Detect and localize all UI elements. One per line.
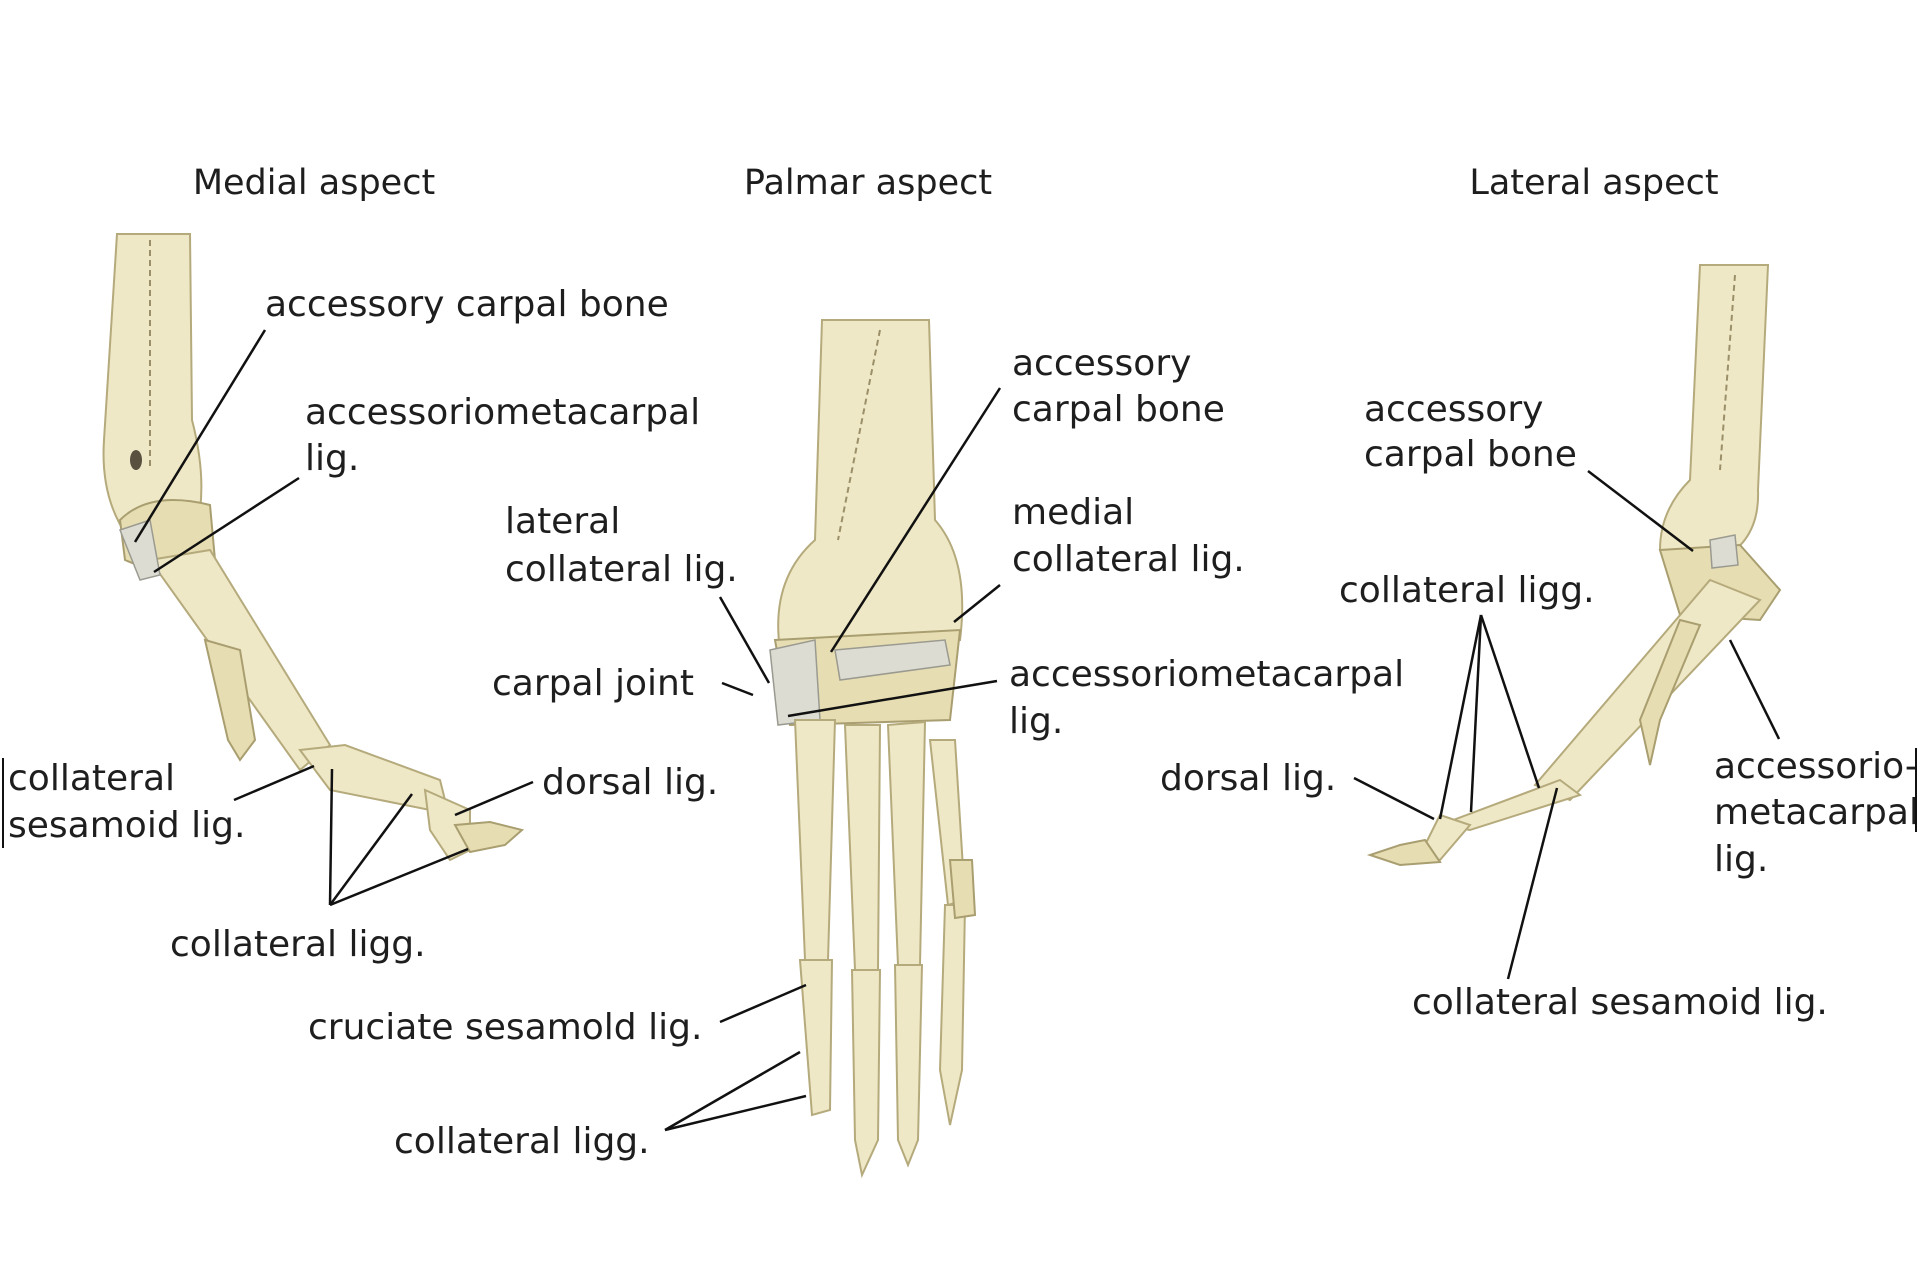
label-medial-collateral-ligg: collateral ligg. [170,924,426,965]
label-medial-collateral-sesamoid-2: sesamoid lig. [8,805,245,846]
medial-aspect-illustration [102,233,525,862]
label-medial-accessoriometacarpal-1: accessoriometacarpal [305,392,700,433]
label-palmar-collateral-ligg: collateral ligg. [394,1121,650,1162]
palmar-aspect-illustration [769,319,977,1179]
lateral-leader-lines [1353,470,1781,980]
title-palmar-aspect: Palmar aspect [744,163,992,203]
title-lateral-aspect: Lateral aspect [1469,163,1718,203]
label-medial-collateral-sesamoid-1: collateral [8,758,175,799]
label-palmar-accessoriometacarpal-1: accessoriometacarpal [1009,654,1404,695]
label-palmar-medial-collateral-1: medial [1012,492,1134,533]
label-lateral-accessory-carpal-2: carpal bone [1364,434,1577,475]
label-palmar-carpal-joint: carpal joint [492,663,694,704]
label-lateral-accessoriometacarpal-1: accessorio- [1714,746,1918,787]
label-palmar-medial-collateral-2: collateral lig. [1012,539,1245,580]
lateral-aspect-illustration [1366,264,1782,867]
label-medial-accessoriometacarpal-2: lig. [305,438,359,479]
label-palmar-lateral-collateral-1: lateral [505,501,620,542]
medial-leader-lines [133,329,534,907]
label-lateral-collateral-sesamoid: collateral sesamoid lig. [1412,982,1828,1023]
label-palmar-lateral-collateral-2: collateral lig. [505,549,738,590]
label-palmar-cruciate-sesamoid: cruciate sesamold lig. [308,1007,702,1048]
label-palmar-accessory-carpal-2: carpal bone [1012,389,1225,430]
label-lateral-dorsal-lig: dorsal lig. [1160,758,1336,799]
label-lateral-accessoriometacarpal-2: metacarpal [1714,792,1919,833]
label-palmar-accessoriometacarpal-2: lig. [1009,701,1063,742]
label-medial-accessory-carpal-bone: accessory carpal bone [265,284,669,325]
label-palmar-accessory-carpal-1: accessory [1012,343,1191,384]
palmar-leader-lines [664,387,1002,1132]
label-lateral-accessoriometacarpal-3: lig. [1714,839,1768,880]
label-lateral-accessory-carpal-1: accessory [1364,389,1543,430]
label-medial-dorsal-lig: dorsal lig. [542,762,718,803]
title-medial-aspect: Medial aspect [193,163,435,203]
label-lateral-collateral-ligg: collateral ligg. [1339,570,1595,611]
